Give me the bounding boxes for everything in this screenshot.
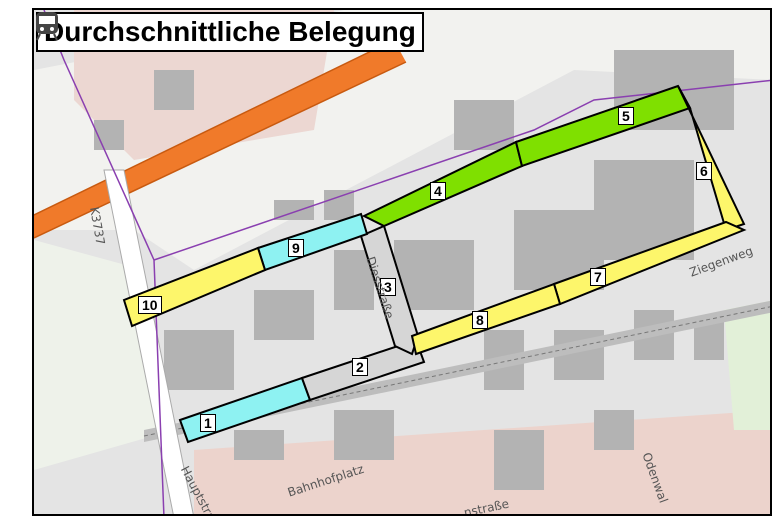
segment-label-4: 4 xyxy=(430,182,446,200)
map-canvas xyxy=(34,10,770,514)
segment-label-6: 6 xyxy=(696,162,712,180)
railway xyxy=(144,300,770,442)
segment-label-9: 9 xyxy=(288,239,304,257)
boundary-line-top xyxy=(153,79,770,261)
segment-label-1: 1 xyxy=(200,414,216,432)
segment-label-8: 8 xyxy=(472,311,488,329)
segment-label-10: 10 xyxy=(138,296,162,314)
train-station-icon[interactable] xyxy=(34,10,60,42)
segment-label-3: 3 xyxy=(380,278,396,296)
road-hauptstrasse xyxy=(103,169,194,514)
map-view[interactable]: Durchschnittliche Belegung 1 2 3 4 5 6 7… xyxy=(32,8,772,516)
segment-label-2: 2 xyxy=(352,358,368,376)
green-area xyxy=(724,300,770,430)
segment-label-7: 7 xyxy=(590,268,606,286)
segment-label-5: 5 xyxy=(618,107,634,125)
map-title: Durchschnittliche Belegung xyxy=(36,12,424,52)
